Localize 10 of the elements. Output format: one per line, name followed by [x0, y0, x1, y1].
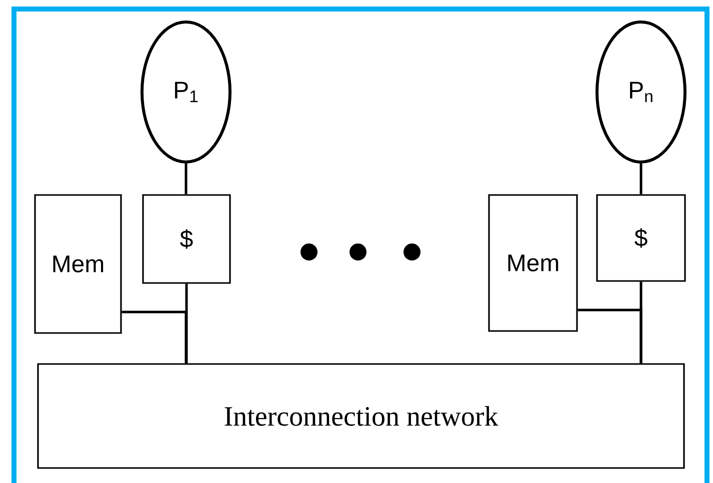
connector-line	[122, 310, 188, 364]
component-box: Mem	[34, 194, 122, 334]
component-box: Mem	[488, 194, 578, 332]
connector-line	[578, 308, 642, 364]
cache-box: $	[142, 194, 231, 284]
cache-box: $	[596, 194, 686, 282]
network-box: Interconnection network	[37, 363, 685, 469]
connector-line	[184, 164, 188, 194]
connector-line	[185, 284, 188, 364]
connector-line	[640, 164, 642, 194]
